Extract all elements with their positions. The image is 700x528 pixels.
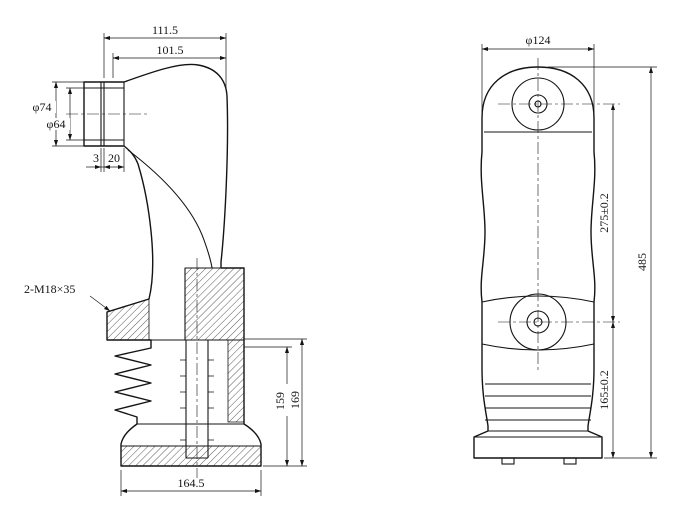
dim-label-lower-outer-height: 169: [288, 391, 302, 409]
dim-total-height: 485: [548, 66, 657, 459]
dim-label-top-width-inner: 101.5: [157, 43, 184, 57]
dim-bushing-length: 3 20: [86, 148, 125, 172]
side-view-hatching: [106, 267, 262, 467]
side-view-dimensions: 111.5 101.5 φ74 φ64: [24, 23, 307, 496]
dim-label-lower-height: 165±0.2: [597, 370, 611, 410]
dim-label-pole-spacing: 275±0.2: [597, 193, 611, 233]
dim-bushing-diameters: φ74 φ64: [29, 81, 84, 147]
dim-lower-heights: 159 169: [244, 338, 307, 467]
front-view-dimensions: φ124 275±0.2 165±0.2 485: [481, 33, 657, 459]
dim-label-lower-inner-height: 159: [273, 392, 287, 410]
front-view: φ124 275±0.2 165±0.2 485: [473, 33, 657, 465]
dim-top-width: 111.5 101.5: [103, 23, 227, 90]
dim-label-top-width: 111.5: [152, 23, 178, 37]
dim-label-bushing-outer-dia: φ74: [33, 100, 52, 114]
dim-lower-height: 165±0.2: [597, 321, 616, 459]
dim-label-base-width: 164.5: [178, 476, 205, 490]
side-view-centerlines: [66, 113, 198, 478]
dim-label-body-dia: φ124: [526, 33, 551, 47]
dim-label-total-height: 485: [635, 253, 649, 271]
dim-label-collar-width: 3: [93, 151, 99, 165]
dim-pole-spacing: 275±0.2: [597, 103, 616, 323]
dim-base-width: 164.5: [120, 470, 262, 496]
side-view: 111.5 101.5 φ74 φ64: [24, 23, 307, 496]
dim-body-dia: φ124: [481, 33, 595, 112]
front-view-centerlines: [498, 58, 620, 370]
dim-label-bushing-length: 20: [108, 151, 120, 165]
dim-label-bushing-inner-dia: φ64: [47, 117, 66, 131]
thread-callout-label: 2-M18×35: [24, 282, 75, 296]
thread-callout: 2-M18×35: [24, 282, 111, 312]
